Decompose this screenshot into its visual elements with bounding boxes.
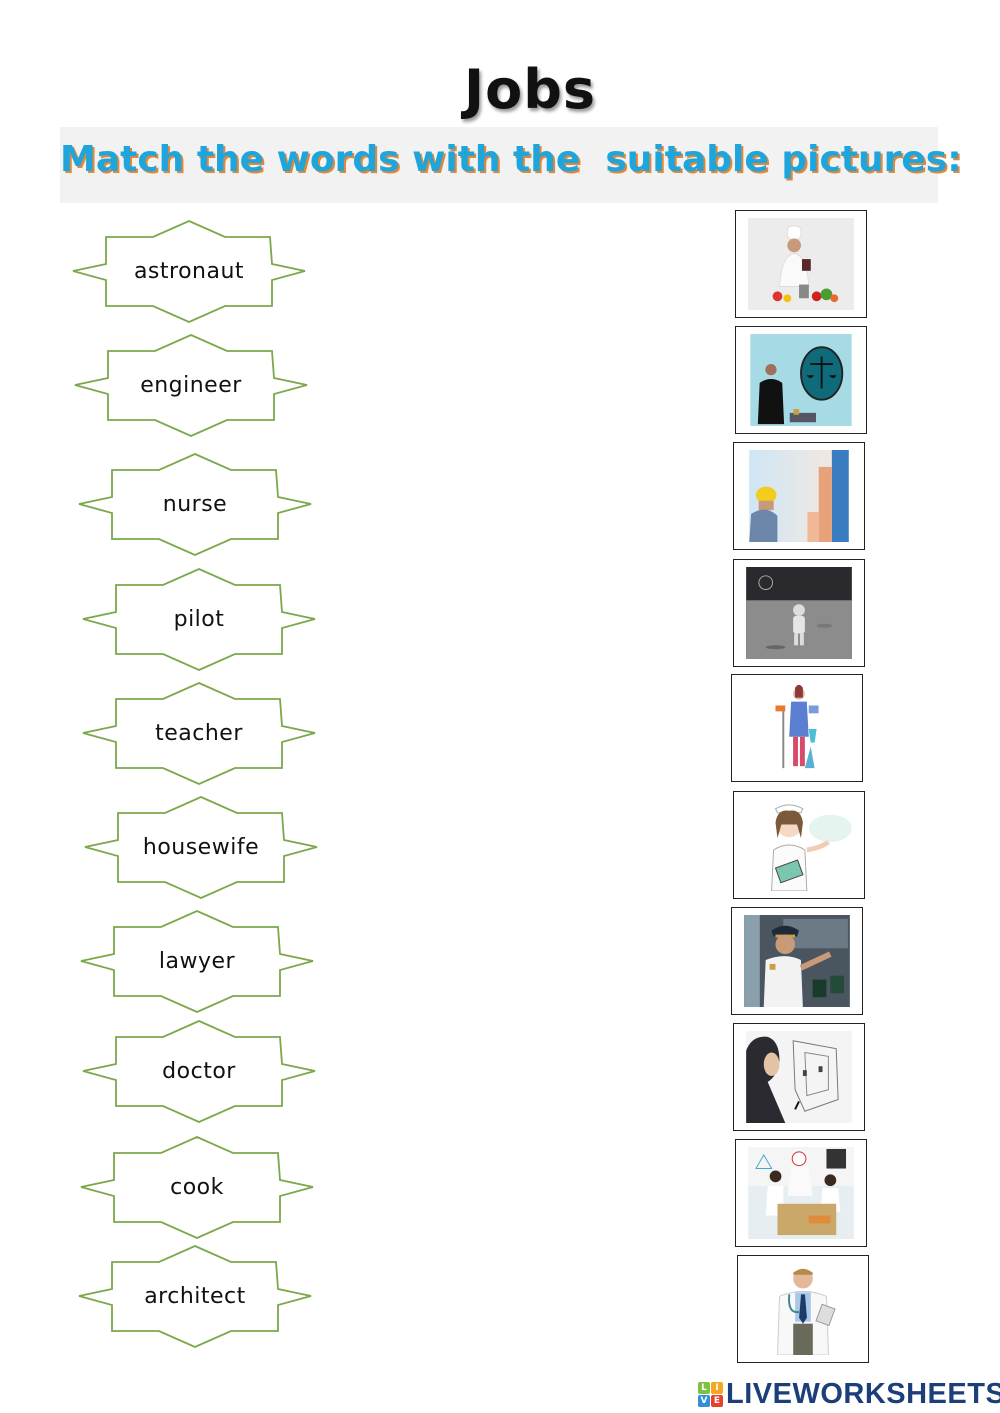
astronaut-on-moon-image xyxy=(746,567,852,659)
word-card-architect[interactable]: architect xyxy=(76,1243,314,1349)
word-card-lawyer[interactable]: lawyer xyxy=(78,908,316,1014)
word-label: engineer xyxy=(140,372,242,398)
nurse-cartoon-image xyxy=(746,799,852,891)
word-card-astronaut[interactable]: astronaut xyxy=(70,218,308,324)
teacher-with-students-image xyxy=(748,1147,854,1239)
word-label: doctor xyxy=(162,1058,236,1084)
doctor-with-stethoscope-image xyxy=(750,1263,856,1355)
star-shape-icon xyxy=(82,1020,316,1123)
housewife-multitasking-image xyxy=(744,682,850,774)
word-card-doctor[interactable]: doctor xyxy=(80,1018,318,1124)
instruction-banner: Match the words with the suitable pictur… xyxy=(60,127,962,203)
star-shape-icon xyxy=(74,334,308,437)
word-label: teacher xyxy=(155,720,243,746)
picture-box-lawyer-with-scales-of-justice[interactable] xyxy=(735,326,867,434)
worksheet-title: Jobs xyxy=(464,58,596,121)
word-card-pilot[interactable]: pilot xyxy=(80,566,318,672)
word-label: housewife xyxy=(142,834,260,860)
word-card-nurse[interactable]: nurse xyxy=(76,451,314,557)
picture-box-teacher-with-students[interactable] xyxy=(735,1139,867,1247)
word-label: pilot xyxy=(173,606,225,632)
picture-box-chef-with-vegetables[interactable] xyxy=(735,210,867,318)
picture-box-nurse-cartoon[interactable] xyxy=(733,791,865,899)
word-card-teacher[interactable]: teacher xyxy=(80,680,318,786)
lawyer-with-scales-of-justice-image xyxy=(748,334,854,426)
chef-with-vegetables-image xyxy=(748,218,854,310)
word-label: astronaut xyxy=(133,258,245,284)
word-label: lawyer xyxy=(158,948,236,974)
logo-text: LIVEWORKSHEETS xyxy=(726,1377,1000,1410)
logo-squares-icon: L I V E xyxy=(698,1381,723,1407)
star-shape-icon xyxy=(78,1245,312,1348)
picture-box-engineer-hard-hat-skyscrapers[interactable] xyxy=(733,442,865,550)
star-shape-icon xyxy=(72,220,306,323)
star-shape-icon xyxy=(80,1136,314,1239)
word-label: cook xyxy=(170,1174,224,1200)
star-shape-icon xyxy=(80,910,314,1013)
word-card-cook[interactable]: cook xyxy=(78,1134,316,1240)
liveworksheets-logo: L I V E LIVEWORKSHEETS xyxy=(698,1378,1000,1410)
word-label: nurse xyxy=(162,491,228,517)
star-shape-icon xyxy=(84,796,318,899)
star-shape-icon xyxy=(82,682,316,785)
picture-box-doctor-with-stethoscope[interactable] xyxy=(737,1255,869,1363)
architect-drawing-image xyxy=(746,1031,852,1123)
instruction-text: Match the words with the suitable pictur… xyxy=(60,139,962,180)
picture-box-pilot-in-cockpit[interactable] xyxy=(731,907,863,1015)
word-label: architect xyxy=(144,1283,246,1309)
engineer-hard-hat-skyscrapers-image xyxy=(746,450,852,542)
picture-box-housewife-multitasking[interactable] xyxy=(731,674,863,782)
star-shape-icon xyxy=(82,568,316,671)
picture-box-architect-drawing[interactable] xyxy=(733,1023,865,1131)
word-card-engineer[interactable]: engineer xyxy=(72,332,310,438)
star-shape-icon xyxy=(78,453,312,556)
pilot-in-cockpit-image xyxy=(744,915,850,1007)
word-card-housewife[interactable]: housewife xyxy=(82,794,320,900)
picture-box-astronaut-on-moon[interactable] xyxy=(733,559,865,667)
